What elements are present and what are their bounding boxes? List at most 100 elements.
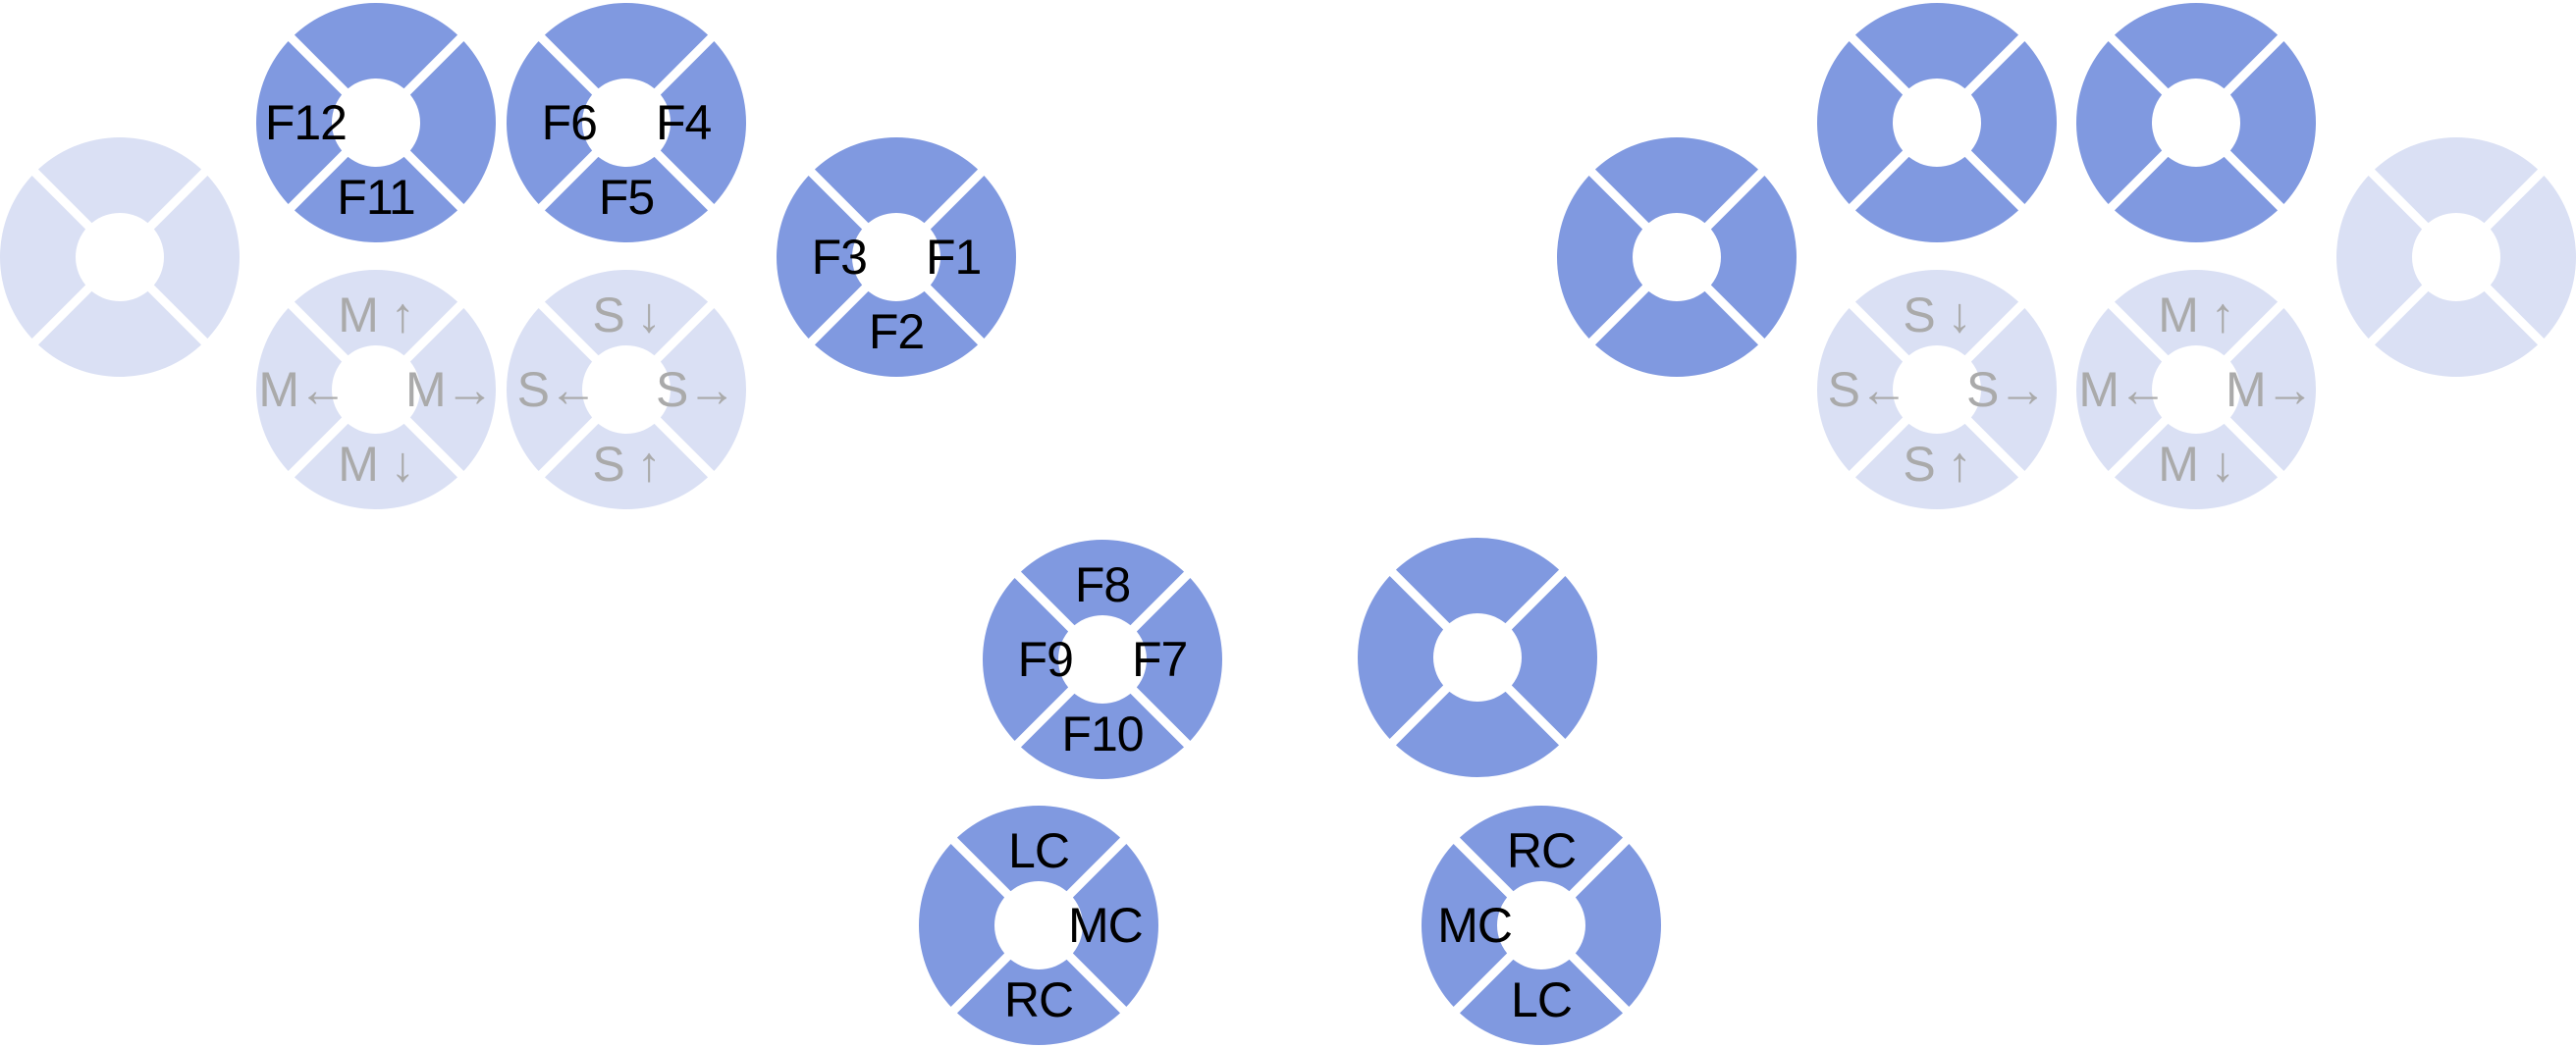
ring-segment-right[interactable] xyxy=(150,172,240,342)
ring-segment-right[interactable] xyxy=(927,172,1016,342)
ring-segment-top[interactable] xyxy=(811,137,982,227)
ring-segment-left[interactable] xyxy=(1358,572,1447,743)
ring-segment-right[interactable] xyxy=(1508,572,1597,743)
ring-segment-left[interactable] xyxy=(983,574,1072,745)
ring-segment-right[interactable] xyxy=(1069,840,1158,1011)
ring-segment-top[interactable] xyxy=(541,3,712,92)
ring-segment-right[interactable] xyxy=(1572,840,1661,1011)
segment-divider xyxy=(144,166,211,233)
ring-segment-top[interactable] xyxy=(1456,806,1627,895)
segment-divider xyxy=(921,166,988,233)
ring-segment-right[interactable] xyxy=(2227,304,2316,475)
ring-graphic xyxy=(2336,137,2576,377)
ring-segment-right[interactable] xyxy=(1967,304,2057,475)
ring-left-a-bottom: M ↑M→M ↓M← xyxy=(256,270,496,509)
ring-segment-bottom[interactable] xyxy=(1392,688,1563,777)
segment-divider xyxy=(651,147,718,214)
ring-segment-bottom[interactable] xyxy=(1456,956,1627,1045)
ring-segment-right[interactable] xyxy=(2487,172,2576,342)
ring-segment-bottom[interactable] xyxy=(1852,153,2022,242)
ring-segment-right[interactable] xyxy=(406,304,496,475)
ring-segment-right[interactable] xyxy=(657,37,746,208)
ring-label-left: F3 xyxy=(811,230,868,285)
segment-divider xyxy=(651,298,718,365)
ring-segment-top[interactable] xyxy=(291,3,461,92)
ring-segment-left[interactable] xyxy=(256,37,346,208)
segment-divider xyxy=(947,834,1014,901)
ring-segment-bottom[interactable] xyxy=(291,153,461,242)
ring-segment-top[interactable] xyxy=(1591,137,1762,227)
ring-segment-left[interactable] xyxy=(2076,304,2166,475)
ring-segment-left[interactable] xyxy=(777,172,866,342)
ring-left-b-bottom: S ↓S→S ↑S← xyxy=(507,270,746,509)
segment-divider xyxy=(805,282,872,348)
ring-segment-bottom[interactable] xyxy=(2111,153,2281,242)
segment-divider xyxy=(2105,147,2172,214)
ring-segment-left[interactable] xyxy=(0,172,89,342)
ring-label-left: S← xyxy=(516,362,598,417)
ring-segment-left[interactable] xyxy=(507,304,596,475)
ring-graphic xyxy=(1817,270,2057,509)
ring-segment-bottom[interactable] xyxy=(2111,420,2281,509)
ring-segment-top[interactable] xyxy=(1852,3,2022,92)
ring-graphic xyxy=(1358,538,1597,777)
ring-segment-bottom[interactable] xyxy=(2371,288,2542,377)
segment-divider xyxy=(1450,834,1517,901)
ring-segment-left[interactable] xyxy=(256,304,346,475)
segment-divider xyxy=(1386,682,1453,749)
ring-graphic xyxy=(256,3,496,242)
ring-label-left: M← xyxy=(2078,362,2168,417)
ring-graphic xyxy=(0,137,240,377)
ring-segment-left[interactable] xyxy=(2076,37,2166,208)
ring-label-bottom: F10 xyxy=(1061,707,1144,761)
ring-segment-bottom[interactable] xyxy=(541,420,712,509)
ring-segment-top[interactable] xyxy=(1017,540,1188,629)
ring-right-inner xyxy=(1557,137,1797,377)
segment-divider xyxy=(1585,166,1652,233)
ring-segment-right[interactable] xyxy=(1707,172,1797,342)
ring-label-top: M ↑ xyxy=(2158,288,2235,342)
ring-segment-top[interactable] xyxy=(2111,270,2281,359)
ring-segment-left[interactable] xyxy=(919,840,1008,1011)
segment-divider xyxy=(805,166,872,233)
ring-segment-left[interactable] xyxy=(1817,37,1906,208)
ring-label-left: S← xyxy=(1827,362,1908,417)
ring-segment-top[interactable] xyxy=(1852,270,2022,359)
ring-segment-bottom[interactable] xyxy=(291,420,461,509)
ring-segment-right[interactable] xyxy=(1133,574,1222,745)
ring-segment-top[interactable] xyxy=(953,806,1124,895)
ring-segment-top[interactable] xyxy=(1392,538,1563,627)
ring-segment-bottom[interactable] xyxy=(953,956,1124,1045)
ring-segment-left[interactable] xyxy=(1422,840,1511,1011)
segment-divider xyxy=(921,282,988,348)
ring-segment-top[interactable] xyxy=(34,137,205,227)
ring-segment-left[interactable] xyxy=(2336,172,2426,342)
ring-segment-left[interactable] xyxy=(507,37,596,208)
ring-label-left: MC xyxy=(1437,898,1513,953)
ring-segment-bottom[interactable] xyxy=(1591,288,1762,377)
segment-divider xyxy=(2105,414,2172,481)
segment-divider xyxy=(285,298,351,365)
ring-segment-bottom[interactable] xyxy=(541,153,712,242)
ring-segment-left[interactable] xyxy=(1557,172,1646,342)
ring-segment-top[interactable] xyxy=(541,270,712,359)
ring-label-bottom: RC xyxy=(1003,972,1074,1027)
ring-segment-bottom[interactable] xyxy=(811,288,982,377)
ring-segment-top[interactable] xyxy=(291,270,461,359)
segment-divider xyxy=(2105,298,2172,365)
ring-label-bottom: F2 xyxy=(868,304,925,359)
ring-segment-left[interactable] xyxy=(1817,304,1906,475)
ring-segment-top[interactable] xyxy=(2371,137,2542,227)
ring-segment-right[interactable] xyxy=(1967,37,2057,208)
ring-segment-bottom[interactable] xyxy=(1017,690,1188,779)
ring-segment-right[interactable] xyxy=(406,37,496,208)
ring-segment-bottom[interactable] xyxy=(1852,420,2022,509)
ring-segment-bottom[interactable] xyxy=(34,288,205,377)
ring-segment-right[interactable] xyxy=(2227,37,2316,208)
ring-graphic xyxy=(2076,3,2316,242)
ring-segment-top[interactable] xyxy=(2111,3,2281,92)
ring-segment-right[interactable] xyxy=(657,304,746,475)
ring-right-a-bottom: S ↓S→S ↑S← xyxy=(1817,270,2057,509)
